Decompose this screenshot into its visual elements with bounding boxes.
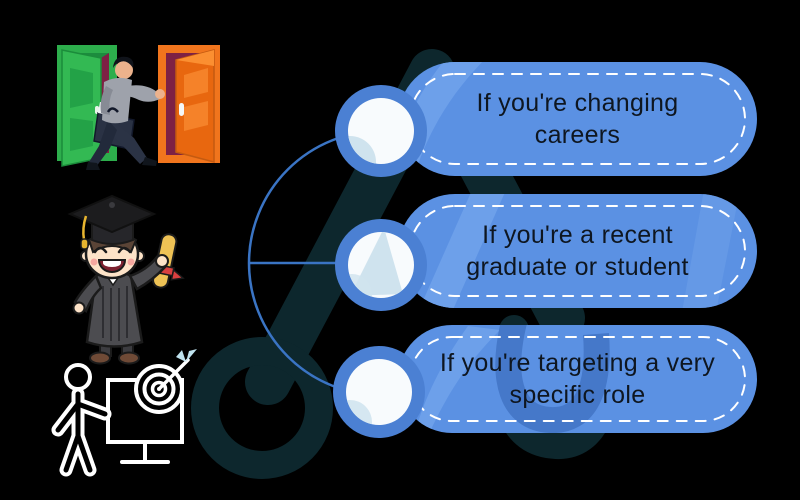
target-presentation-illustration	[51, 349, 197, 477]
card-recent-graduate	[398, 194, 757, 308]
node-changing-careers	[335, 85, 427, 177]
stick-person-icon	[51, 363, 112, 477]
card-specific-role	[398, 325, 757, 433]
businessman-icon	[86, 56, 165, 170]
card-label-changing-careers: If you're changing careers	[476, 89, 679, 149]
orange-door-icon	[158, 45, 220, 163]
node-specific-role	[333, 346, 425, 438]
node-recent-graduate	[335, 219, 427, 311]
connector-lines	[247, 129, 382, 397]
graduate-with-diploma-illustration	[67, 194, 185, 365]
card-label-specific-role: If you're targeting a very specific role	[439, 349, 716, 409]
target-icon	[134, 349, 197, 414]
open-doors-career-change-illustration	[57, 45, 220, 170]
card-label-recent-graduate: If you're a recent graduate or student	[466, 221, 689, 281]
graduation-cap-icon	[67, 194, 157, 250]
